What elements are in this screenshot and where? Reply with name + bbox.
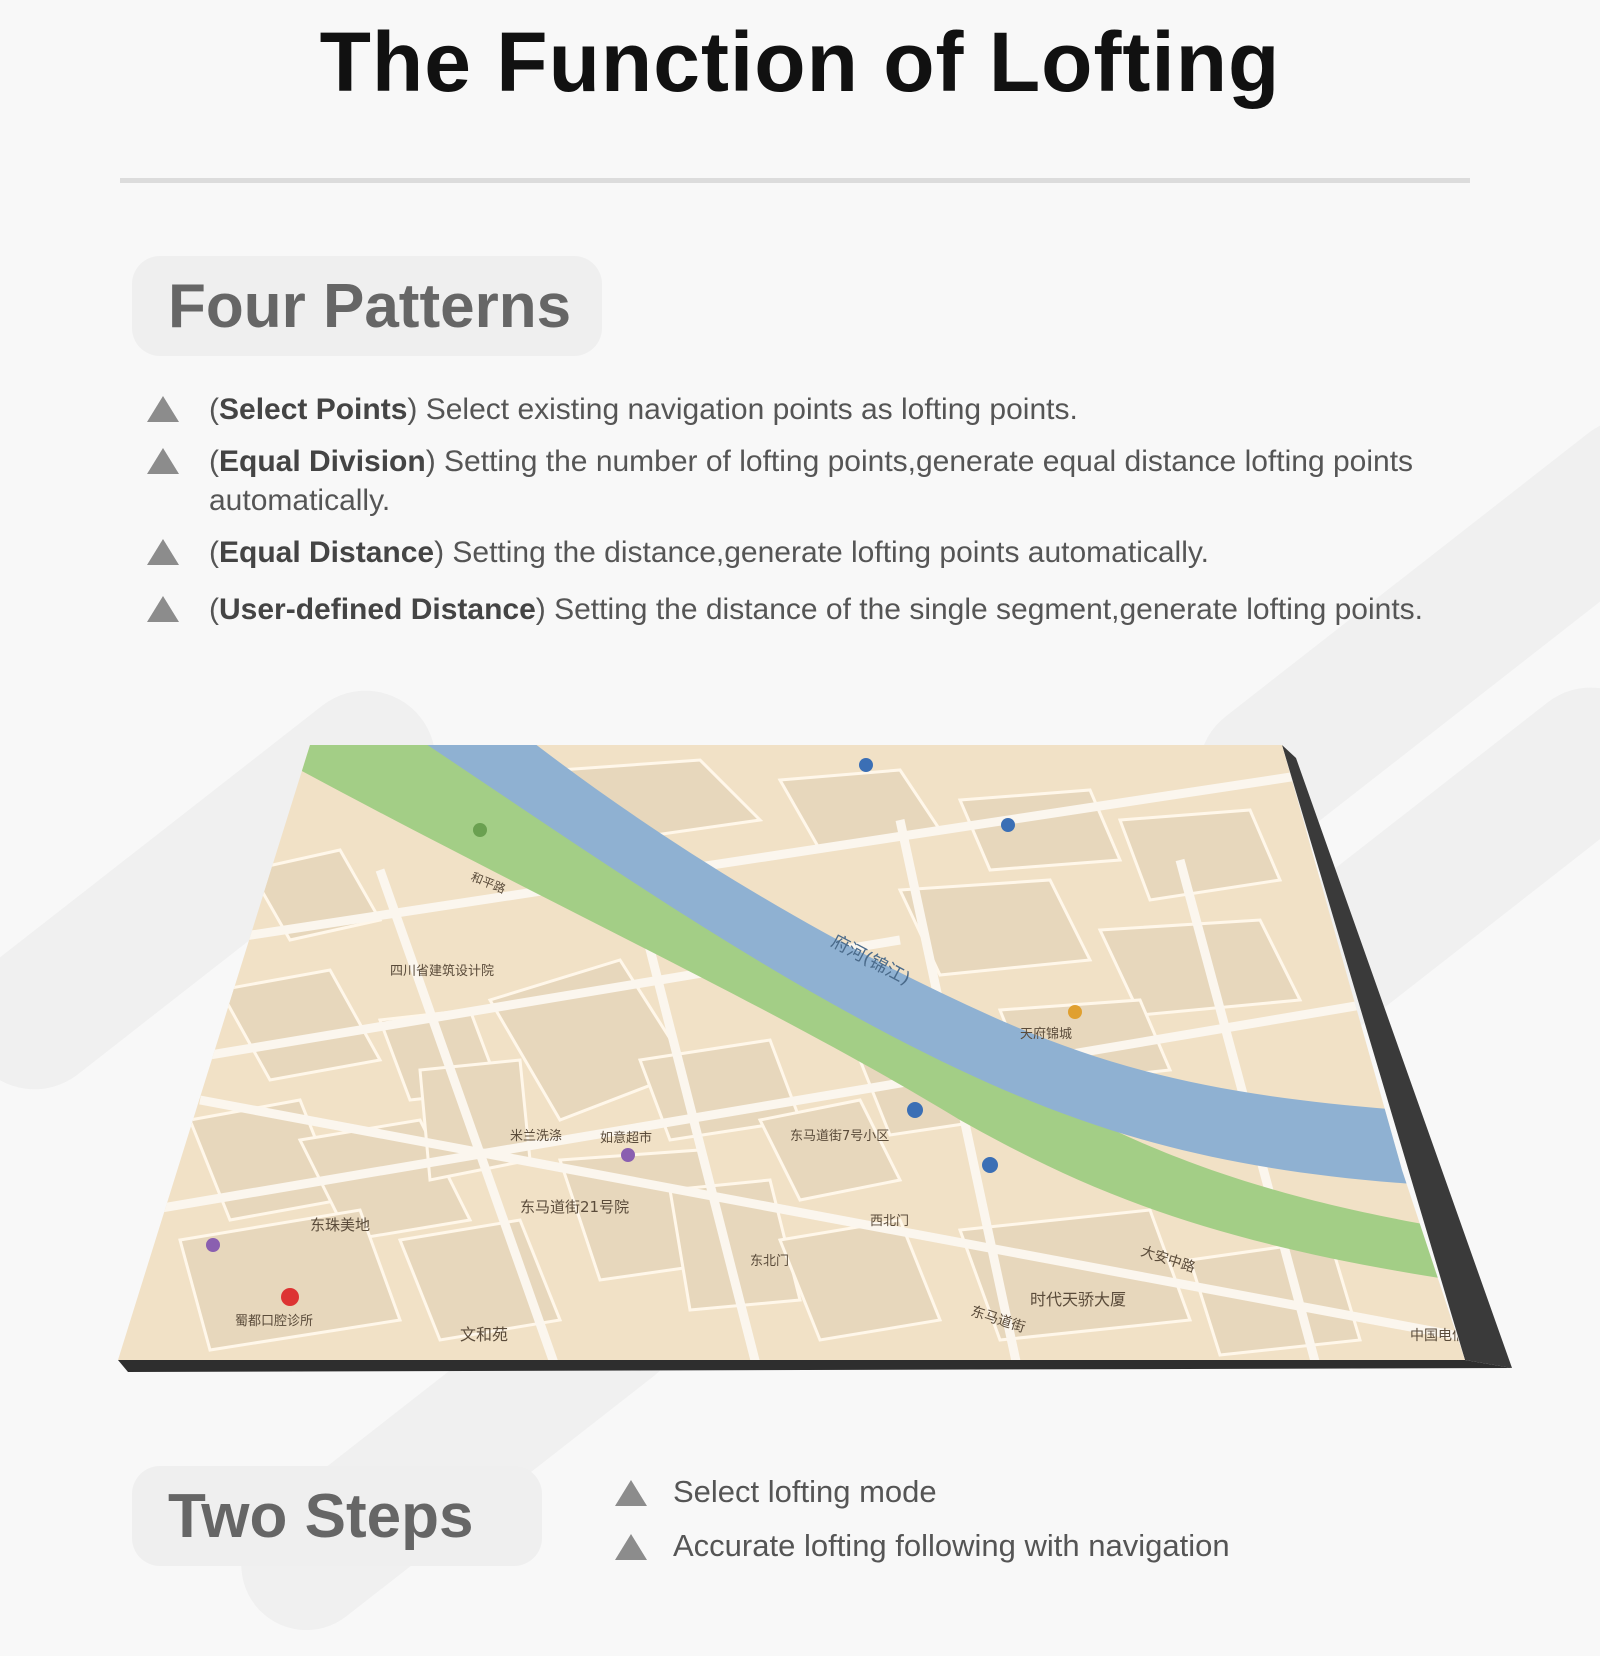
- map-label: 东马道街21号院: [520, 1198, 629, 1216]
- map-label: 时代天骄大厦: [1030, 1290, 1126, 1309]
- triangle-bullet-icon: [147, 448, 179, 474]
- map-pin-icon: [1001, 818, 1015, 832]
- triangle-bullet-icon: [615, 1534, 647, 1560]
- map-edge-right: [1282, 745, 1512, 1368]
- perspective-map: 府河(锦江) 东珠美地 东马道街21号院 文和苑 时代天骄大厦 大安中路 东马道…: [0, 740, 1600, 1400]
- four-patterns-heading: Four Patterns: [132, 256, 602, 356]
- page-title: The Function of Lofting: [319, 15, 1281, 109]
- map-edge-bottom: [118, 1360, 1512, 1372]
- two-steps-heading: Two Steps: [132, 1466, 542, 1566]
- map-label: 中国电信: [1410, 1328, 1466, 1344]
- map-label: 四川省建筑设计院: [390, 963, 494, 979]
- step-text: Select lofting mode: [673, 1474, 937, 1509]
- triangle-bullet-icon: [615, 1480, 647, 1506]
- map-label: 东马道街7号小区: [790, 1129, 889, 1144]
- map-river: [420, 745, 1465, 1190]
- map-label: 东珠美地: [310, 1216, 370, 1234]
- map-label: 米兰洗涤: [510, 1129, 562, 1144]
- pattern-text: (Equal Division) Setting the number of l…: [209, 445, 1414, 517]
- triangle-bullet-icon: [147, 539, 179, 565]
- map-pin-icon: [907, 1102, 923, 1118]
- pattern-name: Select Points: [219, 393, 408, 426]
- map-label: 蜀都口腔诊所: [235, 1314, 313, 1329]
- map-pin-icon: [473, 823, 487, 837]
- map-label: 东北门: [750, 1254, 789, 1269]
- map-pin-icon: [281, 1288, 299, 1306]
- pattern-text: (Select Points) Select existing navigati…: [209, 393, 1078, 426]
- map-park: [300, 745, 1465, 1300]
- triangle-bullet-icon: [147, 596, 179, 622]
- map-pin-icon: [982, 1157, 998, 1173]
- pattern-name: User-defined Distance: [219, 593, 536, 626]
- pattern-name: Equal Division: [219, 445, 426, 478]
- map-pin-icon: [859, 758, 873, 772]
- map-pin-icon: [1068, 1005, 1082, 1019]
- map-pin-icon: [621, 1148, 635, 1162]
- map-label: 西北门: [870, 1214, 909, 1229]
- pattern-text: (Equal Distance) Setting the distance,ge…: [209, 536, 1209, 569]
- pattern-name: Equal Distance: [219, 536, 435, 569]
- triangle-bullet-icon: [147, 396, 179, 422]
- map-label: 文和苑: [460, 1325, 508, 1344]
- map-pin-icon: [206, 1238, 220, 1252]
- map-poi-markers: [206, 758, 1082, 1306]
- map-label: 如意超市: [600, 1130, 652, 1146]
- pattern-text: (User-defined Distance) Setting the dist…: [209, 593, 1423, 626]
- map-label: 天府锦城: [1020, 1027, 1072, 1042]
- map-illustration: 府河(锦江) 东珠美地 东马道街21号院 文和苑 时代天骄大厦 大安中路 东马道…: [118, 745, 1512, 1372]
- title-divider: [120, 178, 1470, 183]
- step-text: Accurate lofting following with navigati…: [673, 1528, 1230, 1563]
